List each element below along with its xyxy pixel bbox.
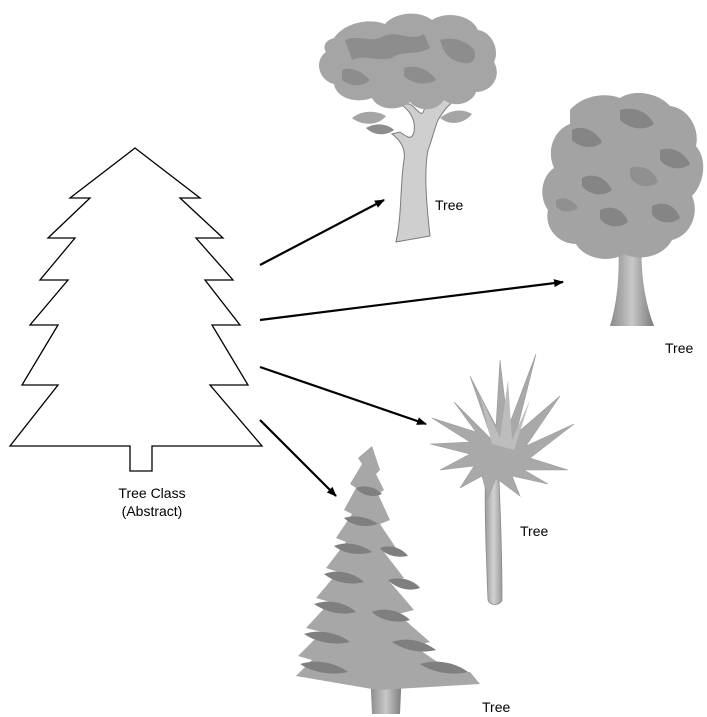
arrow-to-palm [259,365,427,426]
pine-tree-label: Tree [482,699,511,715]
round-tree-label: Tree [665,340,694,356]
round-tree-icon [542,92,704,326]
arrow-to-oak [259,199,385,266]
oak-tree-icon [319,13,497,243]
inheritance-arrows [259,199,564,497]
abstract-class-label: Tree Class (Abstract) [82,484,222,520]
abstract-class-title: Tree Class [118,485,186,501]
palm-tree-label: Tree [520,523,549,539]
pine-tree-icon [296,446,480,714]
abstract-class-subtitle: (Abstract) [121,503,183,519]
oak-tree-label: Tree [435,197,464,213]
arrow-to-maple [259,279,564,322]
arrow-to-pine [259,419,337,497]
palm-tree-icon [429,353,575,605]
abstract-tree-icon [8,147,264,472]
